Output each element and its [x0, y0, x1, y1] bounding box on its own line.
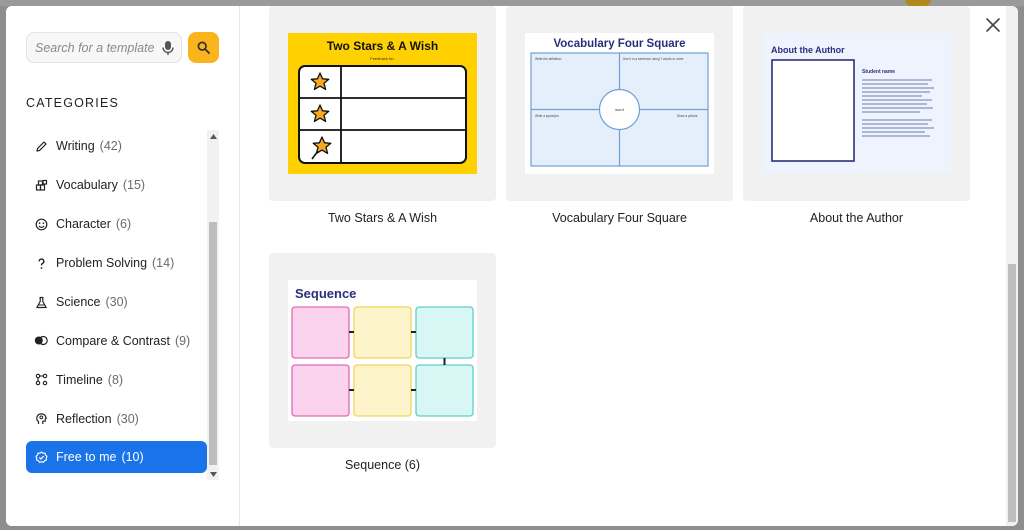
sidebar-scrollbar[interactable] — [207, 130, 219, 480]
thumb-subtitle: Feedback for: — [370, 56, 394, 61]
thumb-quadrant: Write a synonym — [535, 114, 559, 118]
thumb-quadrant: Use it in a sentence using 7 words or mo… — [623, 57, 684, 61]
category-item-problem-solving[interactable]: Problem Solving (14) — [26, 244, 207, 283]
template-card-vocabulary-four-square[interactable]: Vocabulary Four Square word Write the de… — [506, 6, 733, 201]
category-count: (42) — [99, 139, 122, 154]
category-item-free-to-me[interactable]: Free to me (10) — [26, 441, 207, 474]
page-backdrop — [0, 0, 1024, 6]
template-title[interactable]: Two Stars & A Wish — [327, 211, 438, 225]
question-icon — [34, 256, 48, 270]
search-input[interactable] — [35, 33, 159, 62]
thumb-title: About the Author — [771, 45, 845, 55]
template-title[interactable]: Sequence (6) — [344, 458, 421, 472]
template-picker-modal: CATEGORIES Writing (42) Vocabulary (15) — [6, 6, 1018, 526]
category-count: (30) — [116, 411, 139, 426]
category-label: Compare & Contrast — [56, 333, 170, 348]
thumb-quadrant: Draw a picture — [677, 114, 698, 118]
category-label: Writing — [56, 139, 95, 154]
search-icon — [197, 41, 210, 54]
scroll-up-arrow-icon[interactable] — [207, 130, 219, 142]
categories-heading: CATEGORIES — [26, 96, 120, 110]
category-label: Science — [56, 295, 101, 309]
category-count: (8) — [107, 372, 124, 387]
category-item-science[interactable]: Science (30) — [26, 283, 207, 322]
venn-icon — [34, 334, 48, 348]
category-list: Writing (42) Vocabulary (15) Character (… — [26, 127, 207, 474]
thumb-student-name: Student name — [862, 69, 895, 75]
content-scroll-thumb[interactable] — [1008, 264, 1016, 522]
scroll-down-arrow-icon[interactable] — [207, 468, 219, 480]
template-grid: Two Stars & A Wish Feedback for: Two Sta… — [241, 6, 1018, 526]
category-label: Timeline — [56, 372, 103, 387]
category-label: Problem Solving — [56, 256, 148, 271]
thumb-title: Two Stars & A Wish — [327, 39, 438, 53]
flask-icon — [34, 295, 48, 309]
close-icon[interactable] — [984, 16, 1002, 34]
head-icon — [34, 412, 48, 426]
category-count: (15) — [122, 178, 146, 193]
category-label: Reflection — [56, 411, 112, 426]
template-title[interactable]: About the Author — [809, 211, 904, 225]
category-count: (6) — [115, 217, 132, 232]
template-card-two-stars[interactable]: Two Stars & A Wish Feedback for: — [269, 6, 496, 201]
template-thumbnail: Vocabulary Four Square word Write the de… — [525, 33, 714, 174]
thumb-quadrant: Write the definition — [535, 57, 562, 61]
thumb-title: Sequence — [295, 286, 356, 301]
category-label: Character — [56, 217, 111, 232]
template-thumbnail: Two Stars & A Wish Feedback for: — [288, 33, 477, 174]
template-thumbnail: About the Author Student name — [762, 33, 951, 174]
search-button[interactable] — [188, 32, 219, 63]
category-count: (30) — [105, 295, 128, 309]
content-scrollbar[interactable] — [1006, 6, 1018, 526]
category-count: (9) — [174, 333, 191, 348]
microphone-icon[interactable] — [161, 40, 175, 56]
pencil-icon — [34, 139, 48, 153]
timeline-icon — [34, 373, 48, 387]
sidebar-scroll-thumb[interactable] — [209, 222, 217, 465]
blocks-icon — [34, 178, 48, 192]
category-label: Vocabulary — [56, 178, 118, 193]
category-item-timeline[interactable]: Timeline (8) — [26, 360, 207, 399]
thumb-title: Vocabulary Four Square — [553, 38, 685, 50]
category-item-vocabulary[interactable]: Vocabulary (15) — [26, 166, 207, 205]
category-count: (14) — [152, 256, 175, 271]
thumb-center-word: word — [615, 107, 624, 112]
category-count: (10) — [121, 450, 144, 465]
category-item-compare-contrast[interactable]: Compare & Contrast (9) — [26, 321, 207, 360]
backdrop-avatar — [905, 0, 931, 8]
sidebar: CATEGORIES Writing (42) Vocabulary (15) — [6, 6, 240, 526]
category-item-character[interactable]: Character (6) — [26, 205, 207, 244]
category-item-reflection[interactable]: Reflection (30) — [26, 399, 207, 438]
template-thumbnail: Sequence — [288, 280, 477, 421]
template-card-about-the-author[interactable]: About the Author Student name — [743, 6, 970, 201]
category-item-writing[interactable]: Writing (42) — [26, 127, 207, 166]
category-label: Free to me — [56, 450, 117, 465]
template-card-sequence[interactable]: Sequence — [269, 253, 496, 448]
template-title[interactable]: Vocabulary Four Square — [552, 211, 687, 225]
smiley-icon — [34, 217, 48, 231]
search-box — [26, 32, 182, 63]
badge-check-icon — [34, 450, 48, 464]
